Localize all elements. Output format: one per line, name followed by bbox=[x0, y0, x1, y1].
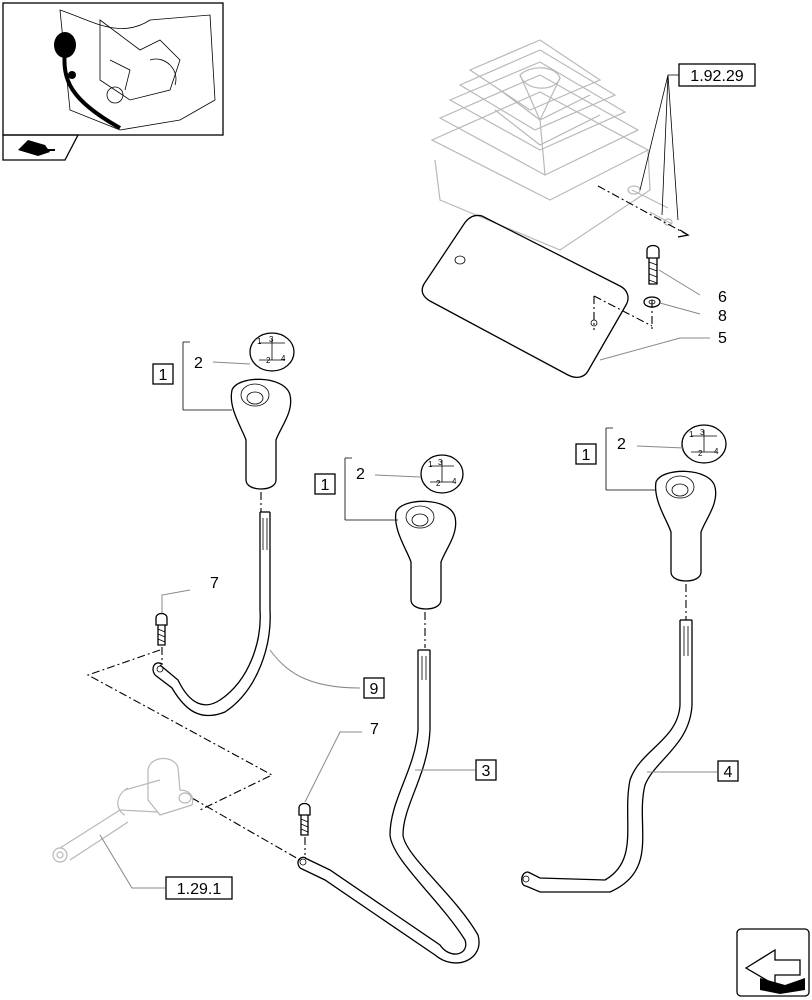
callout-box-1a bbox=[152, 363, 174, 385]
shift-pattern-number: 1 bbox=[689, 430, 694, 439]
thumbnail-inset bbox=[2, 2, 224, 136]
knob-cap-c: 1 3 2 4 bbox=[681, 424, 727, 464]
callout-4: 4 bbox=[724, 764, 733, 781]
callout-2b: 2 bbox=[356, 466, 365, 483]
callout-box-1b bbox=[314, 473, 336, 495]
shift-pattern-number: 3 bbox=[700, 428, 705, 437]
shift-pattern-number: 2 bbox=[266, 356, 271, 365]
callout-box-4 bbox=[717, 760, 739, 782]
shift-pattern-number: 1 bbox=[428, 460, 433, 469]
gear-knob-a bbox=[230, 378, 292, 490]
callout-box-1c bbox=[575, 443, 597, 465]
shift-pattern-number: 2 bbox=[436, 479, 441, 488]
shift-lever-9 bbox=[152, 511, 271, 717]
bolt-7a bbox=[155, 612, 168, 646]
callout-7b: 7 bbox=[370, 721, 379, 738]
callout-2a: 2 bbox=[194, 355, 203, 372]
nav-prev-icon[interactable] bbox=[2, 134, 80, 161]
callout-5: 5 bbox=[718, 330, 727, 347]
nav-next-icon[interactable] bbox=[736, 928, 810, 997]
shift-pattern-number: 3 bbox=[438, 458, 443, 467]
gearbox-linkage-ghost bbox=[52, 757, 194, 863]
washer-8 bbox=[643, 296, 661, 308]
bolt-7b bbox=[298, 802, 311, 836]
shift-lever-3 bbox=[297, 649, 480, 964]
callout-6: 6 bbox=[718, 289, 727, 306]
gear-knob-c bbox=[654, 470, 717, 582]
bolt-6 bbox=[646, 244, 660, 285]
callout-box-9 bbox=[363, 677, 385, 699]
callout-1c: 1 bbox=[582, 447, 591, 464]
shift-lever-4 bbox=[521, 619, 693, 893]
shift-pattern-number: 4 bbox=[714, 447, 719, 456]
callout-1a: 1 bbox=[159, 367, 168, 384]
shift-pattern-number: 4 bbox=[281, 354, 286, 363]
callout-9: 9 bbox=[370, 681, 379, 698]
shift-pattern-number: 1 bbox=[257, 337, 262, 346]
gear-knob-b bbox=[394, 500, 457, 610]
callout-3: 3 bbox=[482, 763, 491, 780]
knob-cap-b: 1 3 2 4 bbox=[420, 454, 464, 494]
cover-plate bbox=[421, 214, 629, 378]
shift-pattern-number: 3 bbox=[269, 335, 274, 344]
callout-8: 8 bbox=[718, 308, 727, 325]
ref-box-1-92-29[interactable]: 1.92.29 bbox=[678, 63, 756, 87]
callout-7a: 7 bbox=[210, 575, 219, 592]
callout-1b: 1 bbox=[321, 477, 330, 494]
knob-cap-a: 1 3 2 4 bbox=[249, 332, 295, 372]
callout-box-3 bbox=[475, 759, 497, 781]
shift-pattern-number: 4 bbox=[452, 477, 457, 486]
ref-label: 1.92.29 bbox=[690, 68, 743, 85]
shift-pattern-number: 2 bbox=[698, 449, 703, 458]
ref-box-1-29-1[interactable]: 1.29.1 bbox=[165, 876, 233, 900]
ref-label: 1.29.1 bbox=[177, 881, 222, 898]
callout-2c: 2 bbox=[617, 436, 626, 453]
